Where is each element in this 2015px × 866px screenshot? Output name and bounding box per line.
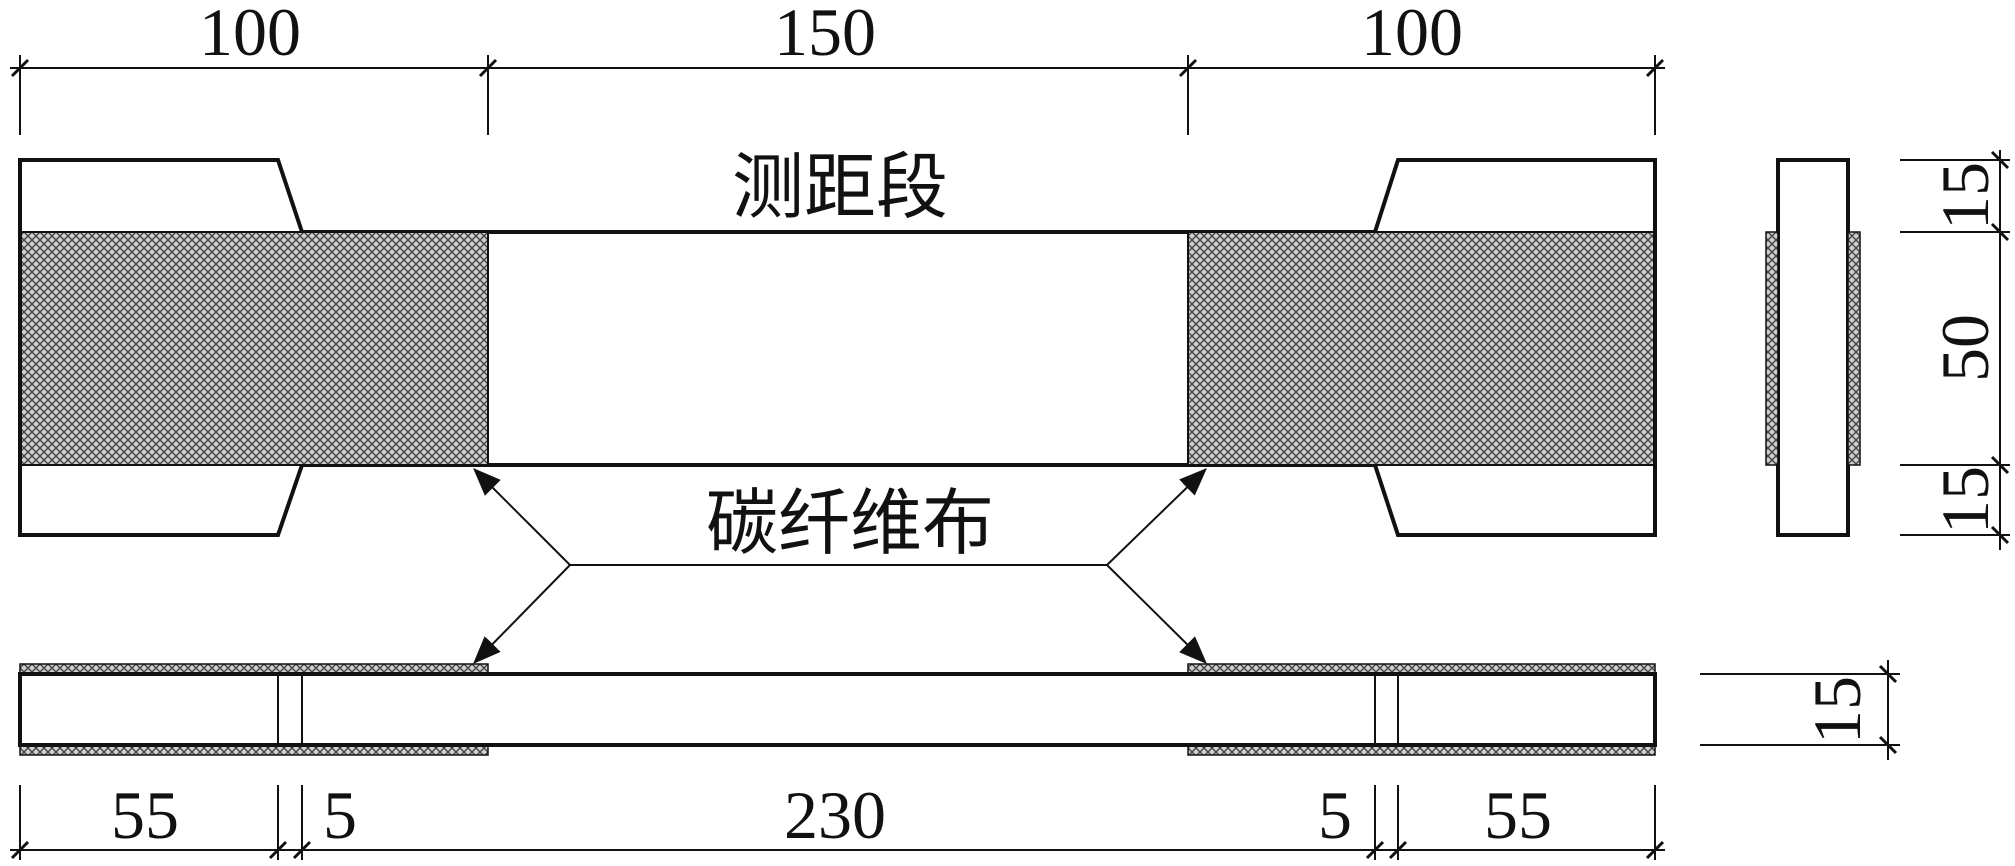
bottom-dim-left-gap: 5 (323, 777, 357, 853)
bottom-dim-right-gap: 5 (1318, 777, 1352, 853)
bottom-dimension: 55 5 230 5 55 (10, 777, 1665, 860)
specimen-side-view: 15 50 15 (1765, 150, 2010, 550)
top-dim-right: 100 (1361, 0, 1463, 70)
side-dim-bottom: 15 (1927, 466, 2003, 534)
specimen-front-view (18, 663, 1657, 756)
side-dim-middle: 50 (1927, 314, 2003, 382)
top-dimension: 100 150 100 (10, 0, 1665, 135)
side-dim-top: 15 (1927, 162, 2003, 230)
top-dim-middle: 150 (774, 0, 876, 70)
bottom-dim-right-grip: 55 (1484, 777, 1552, 853)
bottom-dim-middle: 230 (784, 777, 886, 853)
bottom-dim-left-grip: 55 (111, 777, 179, 853)
carbon-fiber-right (1188, 232, 1653, 465)
specimen-top-view: 测距段 (18, 145, 1657, 537)
carbon-fiber-callout: 碳纤维布 (473, 468, 1208, 665)
thickness-dim: 15 (1799, 676, 1875, 744)
carbon-fiber-label: 碳纤维布 (706, 481, 994, 565)
thickness-dimension: 15 (1700, 660, 1900, 760)
gauge-section-label: 测距段 (732, 145, 948, 229)
top-dim-left: 100 (199, 0, 301, 70)
carbon-fiber-left (22, 232, 488, 465)
